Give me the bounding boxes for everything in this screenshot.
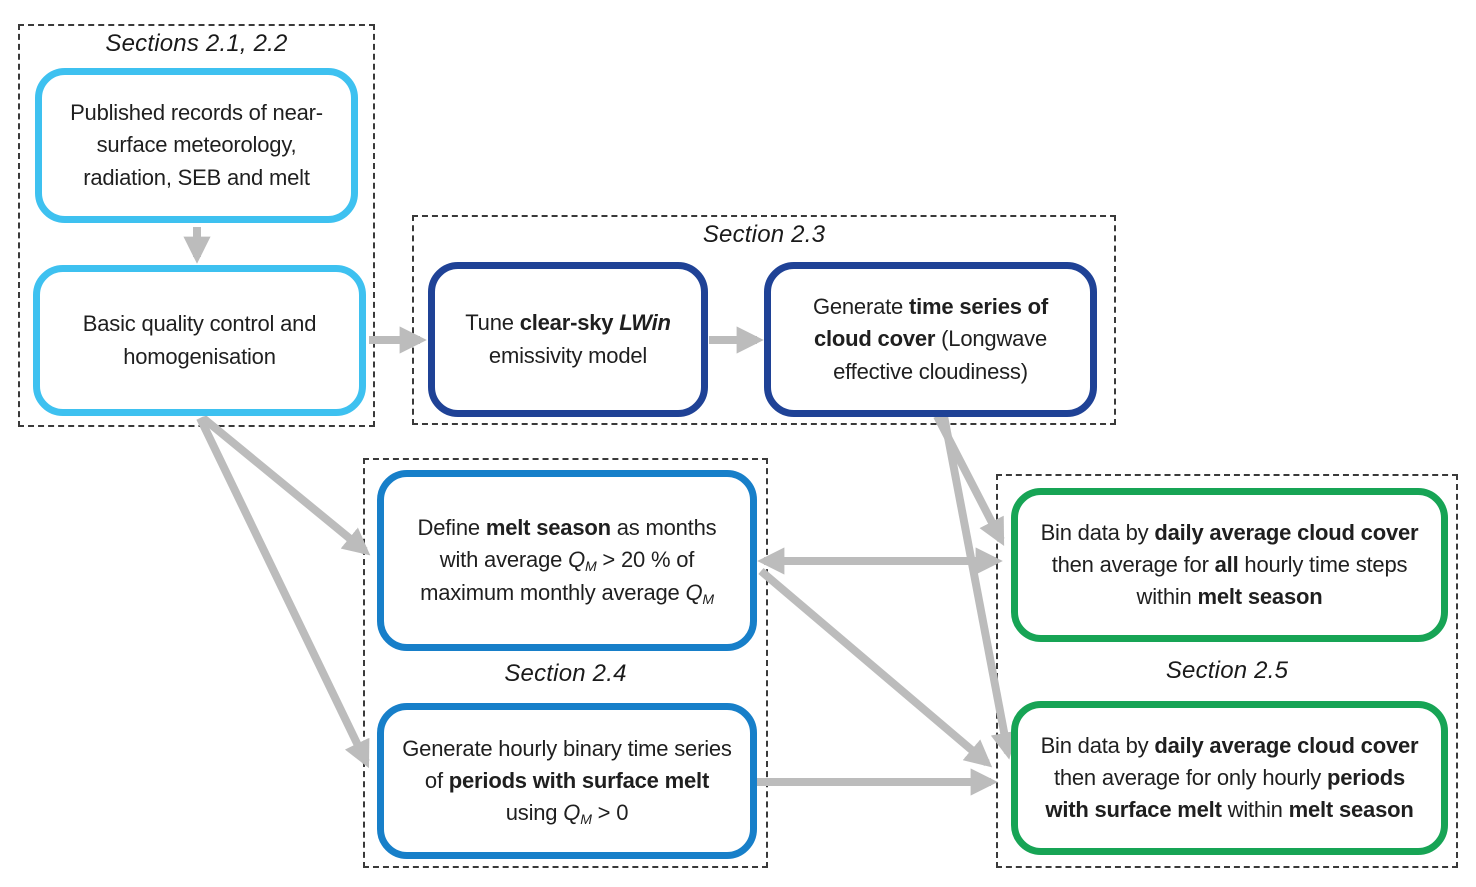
- box-bin-all: Bin data by daily average cloud cover th…: [1011, 488, 1448, 642]
- box-cloud-cover-text: Generate time series of cloud cover (Lon…: [812, 294, 1049, 384]
- section-label-2-5: Section 2.5: [1165, 657, 1289, 684]
- section-container-2-3: [412, 215, 1116, 425]
- box-cloud-cover: Generate time series of cloud cover (Lon…: [764, 262, 1097, 417]
- box-tune-emissivity-text: Tune clear-sky LWin emissivity model: [465, 310, 671, 368]
- section-label-2-4: Section 2.4: [504, 660, 627, 687]
- box-quality-control: Basic quality control and homogenisation: [33, 265, 366, 416]
- box-tune-emissivity: Tune clear-sky LWin emissivity model: [428, 262, 708, 417]
- box-melt-season: Define melt season as months with averag…: [377, 470, 757, 651]
- box-bin-melt-periods-text: Bin data by daily average cloud cover th…: [1040, 732, 1419, 823]
- arrow-cloud-cover-to-bin-all: [933, 414, 1005, 547]
- box-quality-control-text: Basic quality control and homogenisation: [82, 311, 317, 369]
- arrow-melt-season-to-bin-melt-periods: [758, 567, 993, 768]
- box-binary-melt-text: Generate hourly binary time series of pe…: [402, 735, 732, 827]
- box-published-records: Published records of near-surface meteor…: [35, 68, 358, 223]
- arrow-quality-control-to-binary-melt: [196, 416, 370, 769]
- section-label-2-1-2-2: Sections 2.1, 2.2: [105, 30, 288, 57]
- box-binary-melt: Generate hourly binary time series of pe…: [377, 703, 757, 859]
- section-label-2-3: Section 2.3: [702, 221, 826, 248]
- box-published-records-text: Published records of near-surface meteor…: [70, 100, 323, 190]
- box-bin-melt-periods: Bin data by daily average cloud cover th…: [1011, 701, 1448, 855]
- box-melt-season-text: Define melt season as months with averag…: [417, 515, 717, 607]
- arrow-quality-control-to-melt-season: [200, 414, 371, 556]
- box-bin-all-text: Bin data by daily average cloud cover th…: [1040, 519, 1419, 610]
